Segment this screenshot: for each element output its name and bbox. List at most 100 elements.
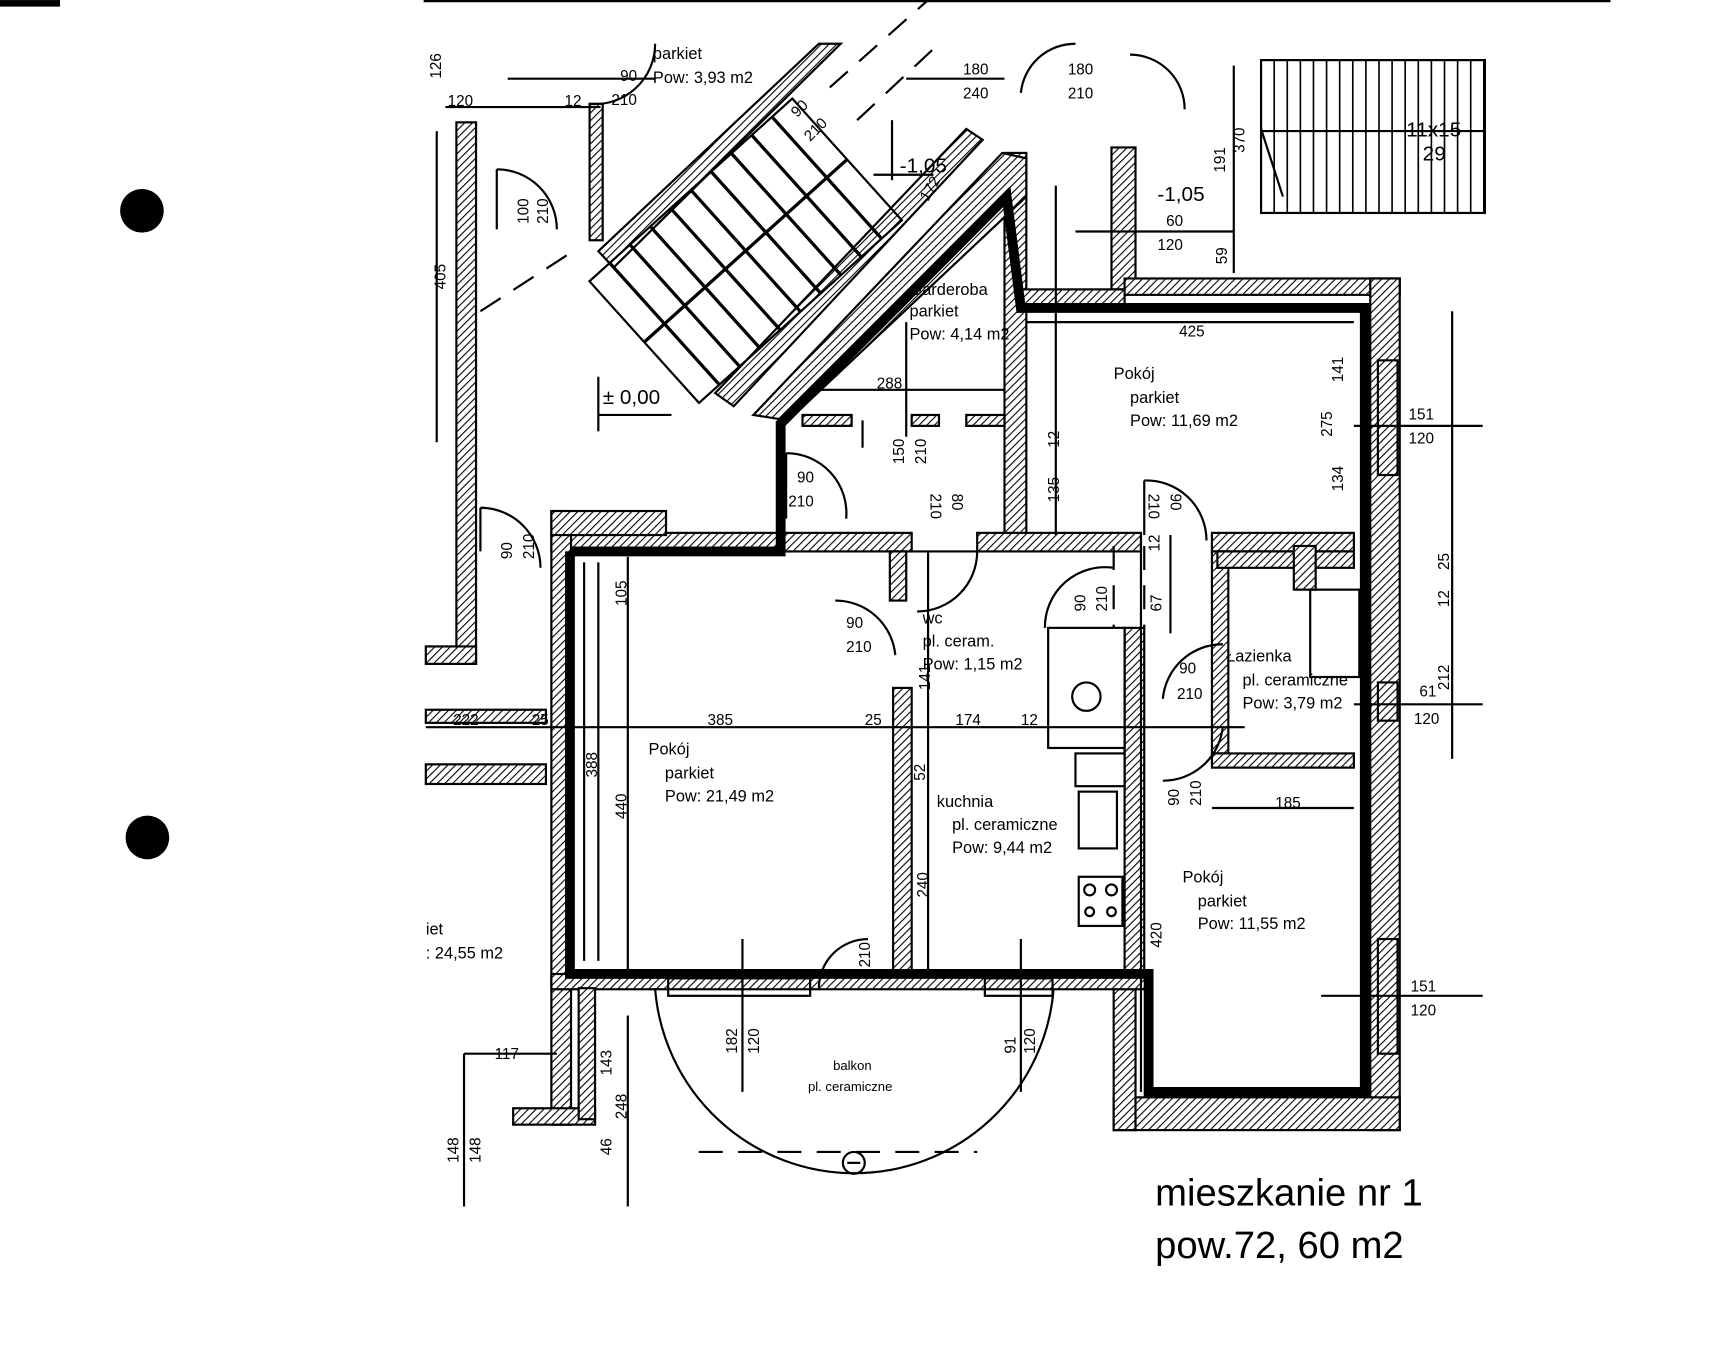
- stove-icon: [1077, 875, 1124, 928]
- staircase-diagonal: [587, 97, 904, 405]
- room-floor: pl. ceramiczne: [808, 1079, 892, 1094]
- dimension-label: 120: [1157, 237, 1182, 254]
- dimension-label: 210: [788, 494, 813, 511]
- dimension-label: 12: [1021, 712, 1038, 729]
- wall-segment: [892, 686, 913, 973]
- dimension-label: 182: [724, 1028, 741, 1053]
- room-floor: pl. ceramiczne: [952, 816, 1057, 834]
- dimension-label: 210: [1188, 780, 1205, 805]
- apartment-area: pow.72, 60 m2: [1155, 1224, 1404, 1267]
- dimension-label: 370: [1232, 127, 1249, 152]
- dimension-label: 90: [499, 542, 516, 559]
- room-floor: parkiet: [1130, 389, 1180, 407]
- stair-tread: [628, 243, 741, 368]
- room-floor: pl. ceramiczne: [1243, 672, 1348, 690]
- apartment-title: mieszkanie nr 1: [1155, 1171, 1423, 1214]
- wall-segment: [1210, 531, 1355, 553]
- level-minus-105-b: -1,05: [1157, 183, 1204, 206]
- stair-count: 11x15: [1406, 119, 1461, 142]
- room-floor: parkiet: [910, 303, 960, 321]
- wall-segment: [1112, 976, 1137, 1132]
- room-name: Łazienka: [1226, 648, 1292, 666]
- dimension-label: 405: [432, 264, 449, 289]
- dimension-label: 210: [1145, 494, 1162, 519]
- wall-segment: [455, 121, 478, 665]
- dimension-label: 210: [926, 494, 943, 519]
- dimension-label: 126: [428, 53, 445, 78]
- binder-hole-top: [120, 188, 164, 233]
- dimension-label: 117: [495, 1046, 519, 1063]
- dimension-label: 210: [801, 115, 831, 145]
- stair-tread: [689, 188, 802, 313]
- dimension-label: 210: [1068, 85, 1093, 102]
- stair-tread: [649, 225, 762, 350]
- dimension-label: 91: [1002, 1037, 1019, 1054]
- dimension-label: 61: [1419, 684, 1436, 701]
- dimension-lines: [425, 65, 1483, 1207]
- room-area: Pow: 3,79 m2: [1243, 695, 1343, 713]
- room-kuchnia: kuchnia pl. ceramiczne Pow: 9,44 m2: [937, 793, 1058, 857]
- dimension-label: 420: [1149, 922, 1166, 947]
- wall-segment: [888, 550, 908, 602]
- dimension-label: 143: [598, 1050, 615, 1075]
- room-area: Pow: 3,93 m2: [653, 69, 753, 87]
- room-name: Garderoba: [910, 281, 989, 299]
- dimension-label: 90: [1072, 595, 1089, 612]
- room-pokoj-21-49: Pokój parkiet Pow: 21,49 m2: [649, 741, 775, 806]
- dimension-label: 288: [877, 376, 902, 393]
- room-garderoba: Garderoba parkiet Pow: 4,14 m2: [910, 281, 1010, 344]
- dimension-label: 425: [1179, 323, 1204, 340]
- dimension-label: 90: [797, 470, 814, 487]
- dimension-label: 180: [1068, 61, 1093, 78]
- room-area: Pow: 21,49 m2: [665, 787, 774, 805]
- dimension-label: 222: [453, 712, 478, 729]
- dimension-label: 90: [1179, 661, 1196, 678]
- room-neighbor: iet : 24,55 m2: [426, 921, 503, 963]
- dimension-label: 90: [1166, 494, 1183, 511]
- dimension-label: 120: [1408, 430, 1433, 447]
- room-area: Pow: 4,14 m2: [910, 326, 1010, 344]
- room-name: wc: [922, 609, 943, 627]
- room-lazienka: Łazienka pl. ceramiczne Pow: 3,79 m2: [1226, 648, 1348, 713]
- wall-segment: [1210, 752, 1355, 769]
- dimension-label: 141: [1330, 357, 1347, 382]
- dimension-label: 151: [1411, 978, 1436, 995]
- dimension-label: 191: [1212, 147, 1229, 172]
- room-top-left: parkiet Pow: 3,93 m2: [653, 45, 753, 87]
- stair-tread: [770, 115, 883, 240]
- fixtures: [479, 0, 1361, 928]
- wall-segment: [424, 763, 548, 786]
- room-wc: wc pl. ceram. Pow: 1,15 m2: [922, 609, 1023, 673]
- wall-segment: [1112, 1096, 1401, 1132]
- dimension-label: 12: [1436, 590, 1453, 607]
- room-area: : 24,55 m2: [426, 945, 503, 963]
- balcony: [654, 988, 1055, 1175]
- wall-diagonal: [596, 42, 844, 270]
- stair-tread: [709, 170, 822, 295]
- dimension-label: 46: [598, 1138, 615, 1155]
- dimension-label: 180: [963, 61, 988, 78]
- dimension-label: 90: [1166, 789, 1183, 806]
- dimension-label: 185: [1275, 795, 1300, 812]
- binder-hole-bottom: [125, 815, 170, 860]
- dimension-label: 60: [1166, 213, 1183, 230]
- room-balkon: balkon pl. ceramiczne: [808, 1058, 892, 1094]
- dimension-label: 388: [584, 752, 601, 777]
- dimension-label: 67: [1149, 595, 1166, 612]
- wall-segment: [1292, 544, 1317, 591]
- dimension-label: 210: [846, 639, 871, 656]
- room-area: Pow: 11,55 m2: [1198, 915, 1306, 933]
- room-floor: parkiet: [653, 45, 703, 63]
- room-name: kuchnia: [937, 793, 994, 811]
- scan-corner-mark: [0, 0, 61, 7]
- dimension-label: 59: [1214, 247, 1231, 264]
- stair-tread: [669, 207, 782, 331]
- dimension-label: 105: [614, 581, 631, 606]
- room-floor: parkiet: [1198, 892, 1248, 910]
- stair-rise: 29: [1423, 143, 1446, 166]
- dimension-label: 25: [1436, 553, 1453, 570]
- room-name: balkon: [833, 1058, 872, 1073]
- wall-segment: [1123, 277, 1401, 296]
- room-floor: parkiet: [665, 765, 715, 783]
- wall-segment: [424, 708, 548, 724]
